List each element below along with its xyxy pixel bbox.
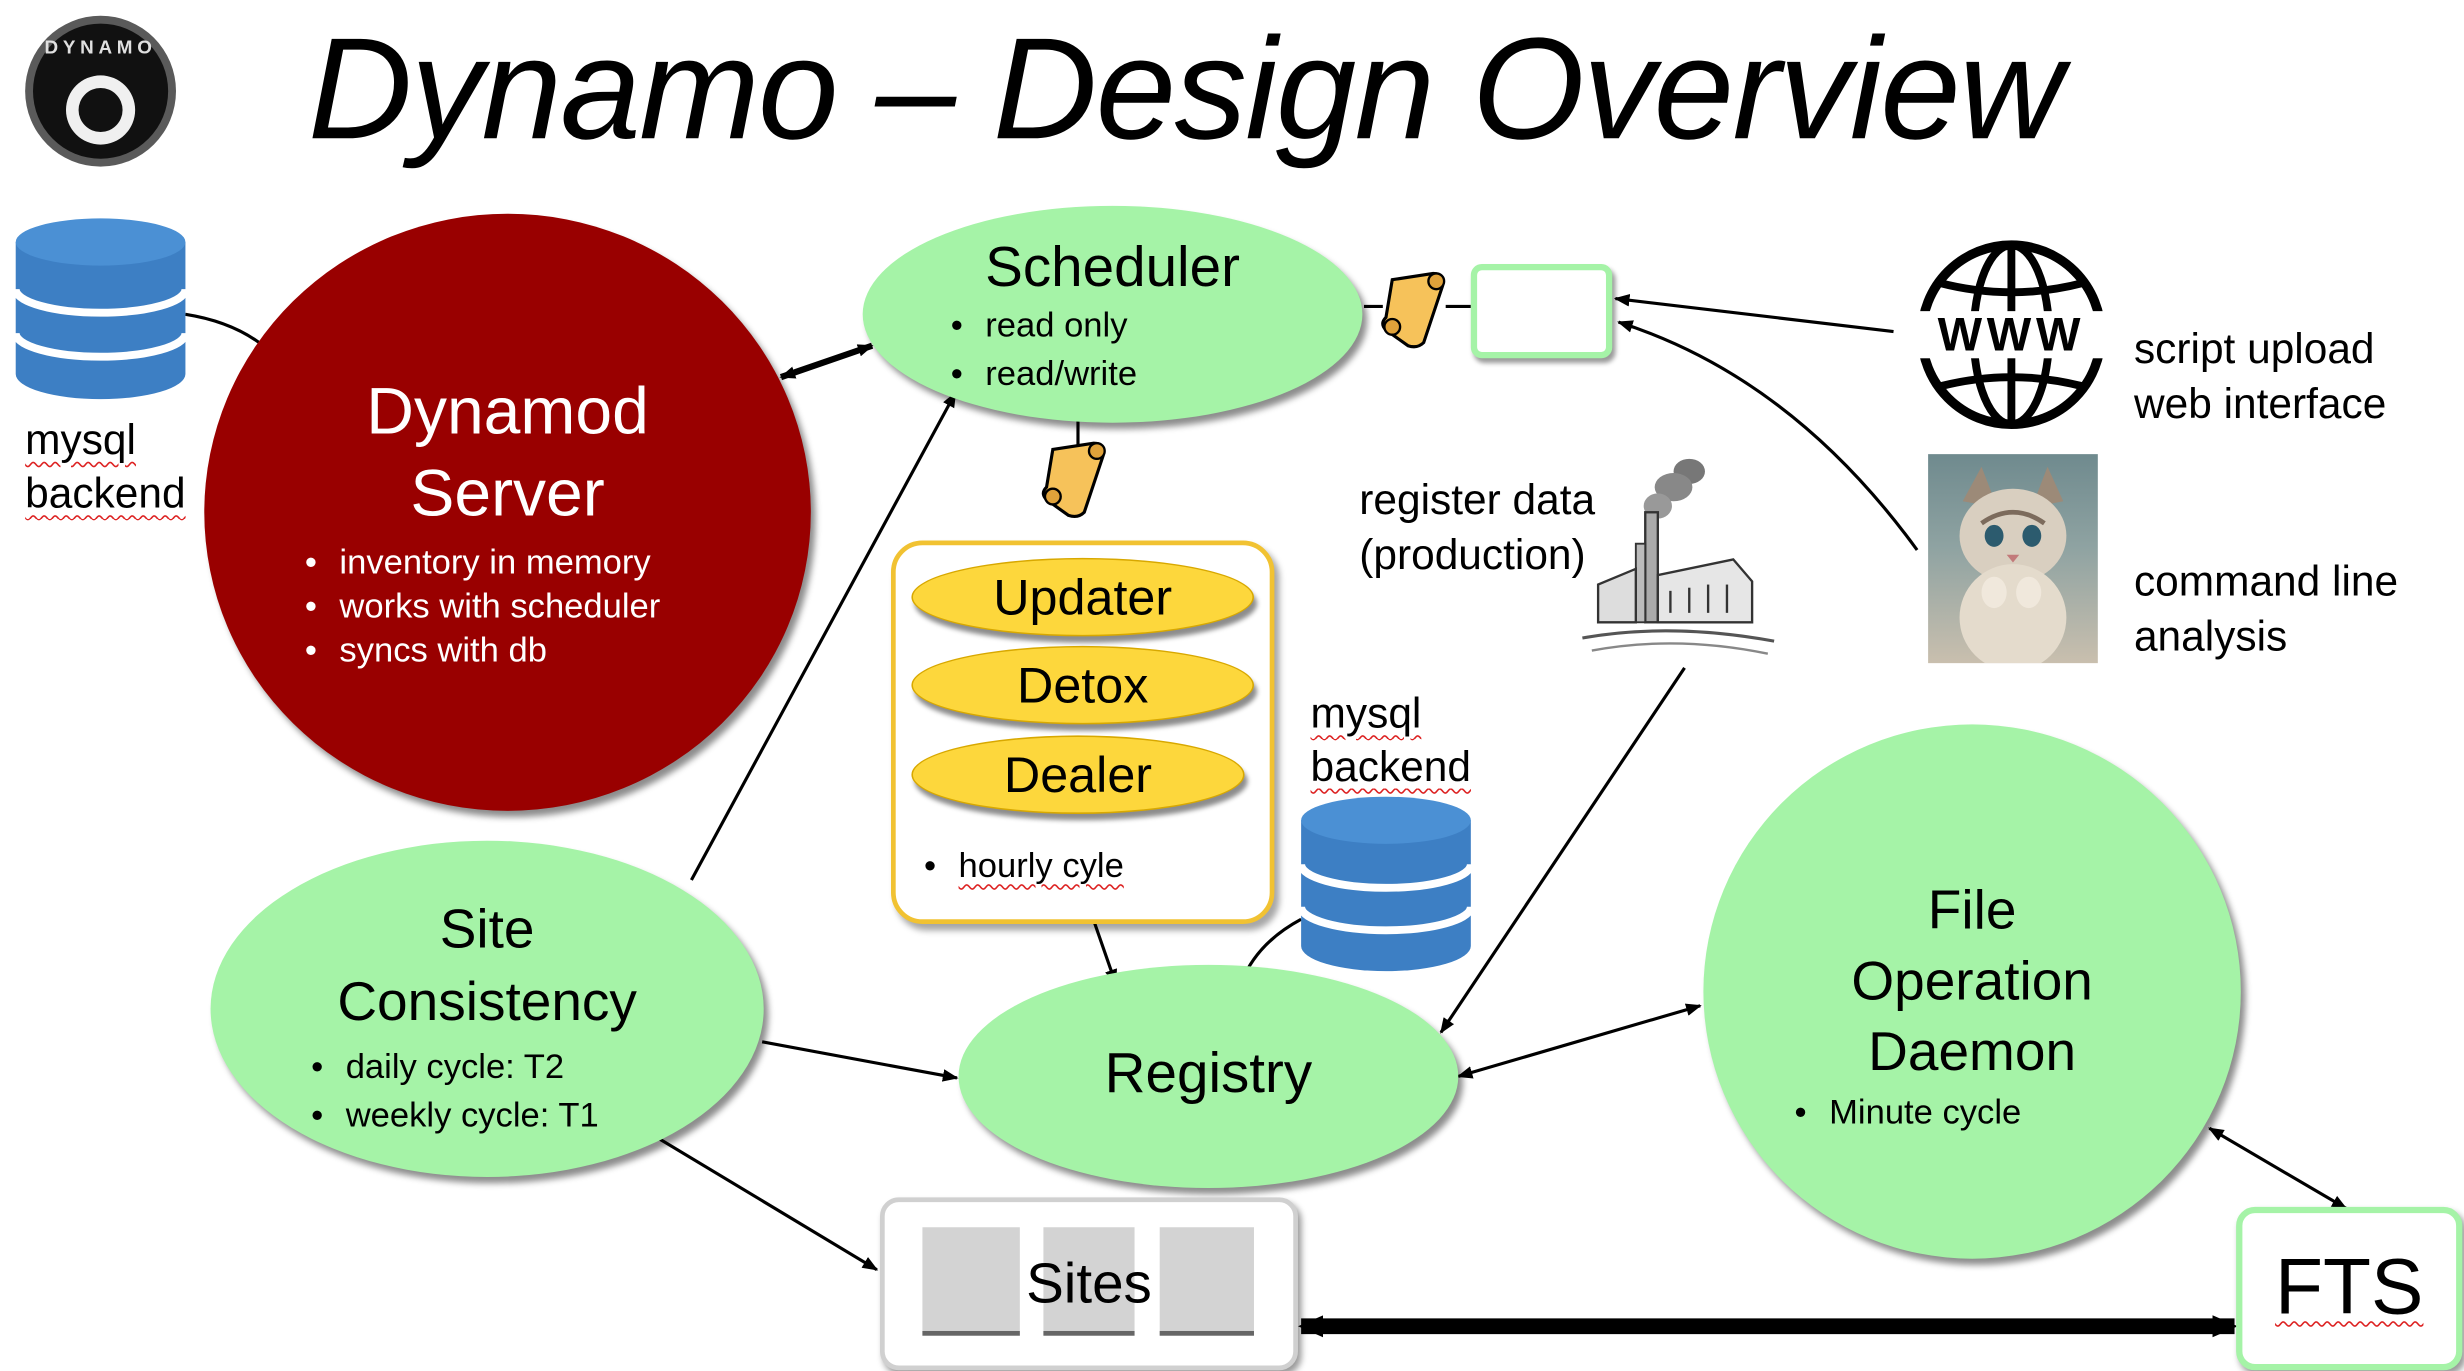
fts-label: FTS — [2275, 1242, 2424, 1331]
fts-node[interactable]: FTS — [2236, 1206, 2463, 1371]
fod-title-line3: Daemon — [1868, 1021, 2077, 1083]
dealer-agent[interactable]: Dealer — [911, 735, 1245, 814]
web-interface-line2: web interface — [2133, 380, 2387, 428]
logo-text: DYNAMO — [45, 36, 157, 57]
dynamod-server-title-line1: Dynamod — [366, 373, 649, 448]
fod-title-line1: File — [1927, 879, 2017, 942]
agents-bullet-text: hourly cyle — [958, 845, 1124, 885]
registry-title: Registry — [1104, 1040, 1313, 1105]
dynamod-server-bullet: inventory in memory — [299, 541, 811, 585]
web-interface-line1: script upload — [2133, 325, 2375, 373]
site-consistency-title-line1: Site — [439, 898, 535, 961]
site-consistency-title-line2: Consistency — [337, 971, 637, 1033]
site-consistency-bullet: daily cycle: T2 — [305, 1042, 764, 1091]
site-consistency-bullet: weekly cycle: T1 — [305, 1091, 764, 1140]
factory-icon — [1576, 449, 1780, 663]
sites-node[interactable]: Sites — [879, 1197, 1298, 1371]
script-upload-box — [1470, 263, 1613, 359]
agents-container: Updater Detox Dealer hourly cyle — [890, 540, 1275, 924]
site-to-scheduler-arrow — [690, 391, 957, 881]
server-scheduler-arrow — [779, 342, 874, 381]
command-line-line1: command line — [2133, 557, 2399, 605]
dynamod-server-title-line2: Server — [410, 455, 605, 530]
mysql-backend-right-line2: backend — [1310, 743, 1471, 791]
dynamo-logo-icon: DYNAMO — [22, 13, 179, 170]
command-line-label: command line analysis — [2134, 555, 2398, 665]
site-block — [922, 1227, 1020, 1336]
dynamod-server-bullet: syncs with db — [299, 629, 811, 673]
www-globe-icon[interactable]: WWW — [1904, 239, 2119, 431]
dynamod-server-bullets: inventory in memory works with scheduler… — [299, 541, 811, 673]
agents-bullets: hourly cyle — [918, 844, 1124, 888]
scroll-icon — [1377, 267, 1452, 352]
fod-bullets: Minute cycle — [1788, 1091, 2241, 1135]
detox-agent[interactable]: Detox — [911, 645, 1254, 725]
register-data-line1: register data — [1359, 476, 1596, 524]
www-globe-text: WWW — [1938, 307, 2086, 360]
kitten-photo[interactable] — [1928, 454, 2098, 664]
scheduler-title: Scheduler — [985, 234, 1240, 299]
web-to-box-arrow — [1613, 293, 1894, 334]
agents-bullet: hourly cyle — [918, 844, 1124, 888]
web-interface-label: script upload web interface — [2134, 322, 2386, 432]
mysql-backend-left-line2: backend — [25, 469, 186, 517]
site-consistency-node[interactable]: Site Consistency daily cycle: T2 weekly … — [210, 840, 764, 1177]
site-to-registry-arrow — [761, 1040, 959, 1082]
site-block — [1159, 1227, 1254, 1336]
mysql-backend-right-line1: mysql — [1310, 689, 1422, 737]
mysql-to-server-line — [185, 312, 269, 351]
page-title: Dynamo – Design Overview — [307, 9, 2064, 170]
register-data-label: register data (production) — [1359, 473, 1595, 583]
updater-agent[interactable]: Updater — [911, 557, 1254, 637]
dynamod-server-bullet: works with scheduler — [299, 585, 811, 629]
scheduler-bullet: read only — [944, 300, 1362, 349]
register-data-line2: (production) — [1359, 531, 1586, 579]
sites-label: Sites — [1026, 1250, 1152, 1316]
factory-to-registry-arrow — [1439, 666, 1686, 1034]
mysql-backend-left-line1: mysql — [25, 416, 136, 464]
site-consistency-bullets: daily cycle: T2 weekly cycle: T1 — [305, 1042, 764, 1139]
database-icon-left — [11, 217, 190, 402]
file-operation-daemon-node[interactable]: File Operation Daemon Minute cycle — [1703, 724, 2241, 1259]
registry-node[interactable]: Registry — [958, 964, 1459, 1188]
cli-to-box-arrow — [1617, 320, 1919, 551]
mysql-backend-left-label: mysql backend — [25, 413, 185, 520]
database-icon-right — [1297, 795, 1475, 974]
mysql-backend-right-label: mysql backend — [1311, 687, 1471, 794]
fod-title-line2: Operation — [1851, 950, 2093, 1012]
site-block — [1043, 1227, 1135, 1336]
command-line-line2: analysis — [2133, 612, 2288, 660]
registry-fod-arrow — [1456, 1003, 1702, 1079]
fod-fts-arrow — [2208, 1126, 2348, 1210]
dynamod-server-node[interactable]: Dynamod Server inventory in memory works… — [204, 213, 811, 811]
fod-bullet: Minute cycle — [1788, 1091, 2241, 1135]
scroll-icon — [1037, 437, 1112, 522]
scheduler-bullet: read/write — [944, 349, 1362, 398]
scheduler-bullets: read only read/write — [944, 300, 1362, 397]
scheduler-node[interactable]: Scheduler read only read/write — [862, 205, 1363, 423]
site-to-sites-arrow — [659, 1137, 879, 1272]
